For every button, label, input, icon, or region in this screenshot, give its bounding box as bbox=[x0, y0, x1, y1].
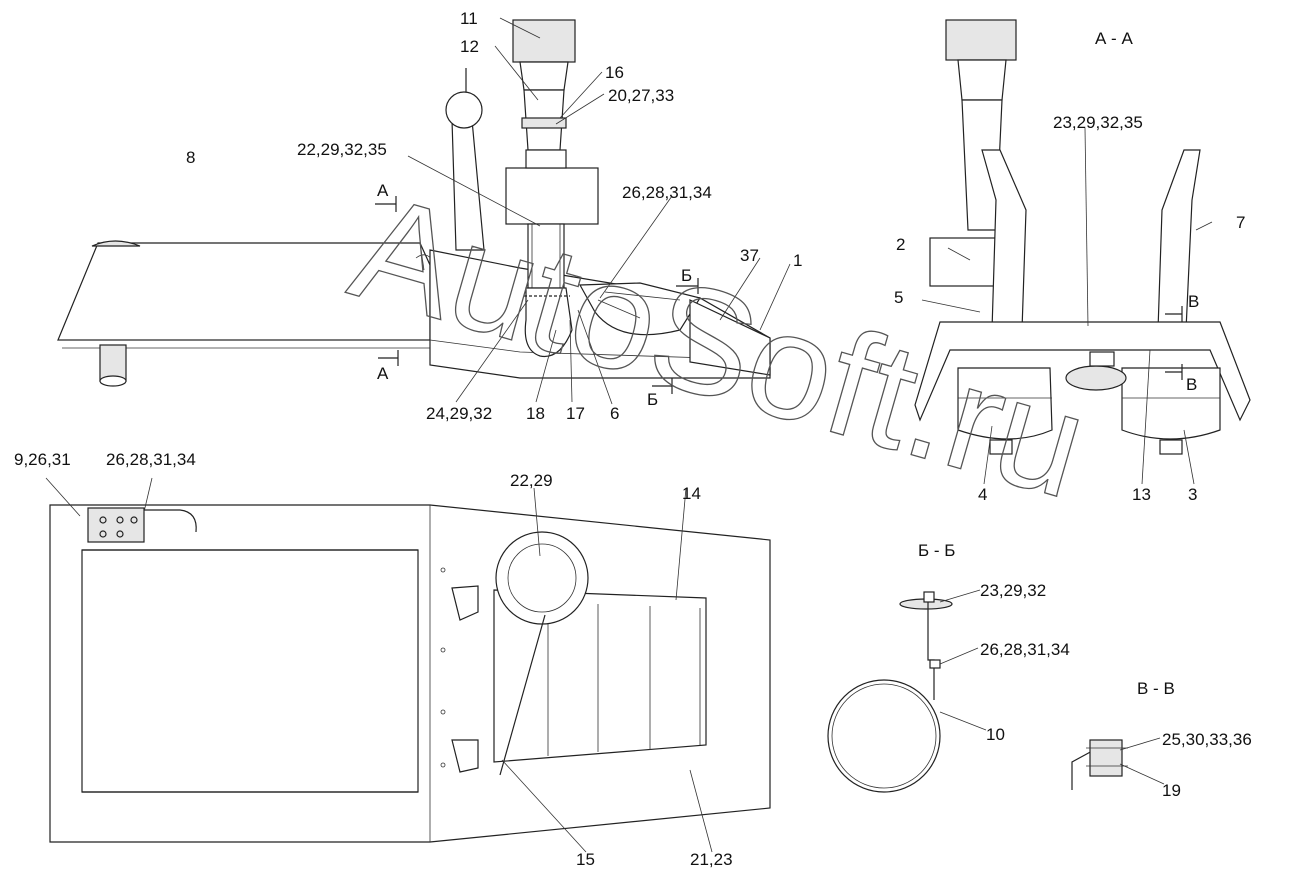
section-v-top: В bbox=[1188, 292, 1199, 311]
callout-11: 11 bbox=[460, 9, 478, 28]
aa-cleaner-4 bbox=[957, 367, 1053, 440]
view-aa-title: А - А bbox=[1095, 29, 1133, 48]
plan-tank bbox=[81, 549, 419, 793]
view-b-b bbox=[827, 591, 953, 793]
callout-7: 7 bbox=[1236, 213, 1245, 232]
bb-hose-ring-10 bbox=[827, 679, 941, 793]
callout-9: 9,26,31 bbox=[14, 450, 71, 469]
callout-13: 13 bbox=[1132, 485, 1151, 504]
callout-16: 16 bbox=[605, 63, 624, 82]
view-vv-title: В - В bbox=[1137, 679, 1175, 698]
callout-6: 6 bbox=[610, 404, 619, 423]
callout-15: 15 bbox=[576, 850, 595, 869]
callout-26b: 26,28,31,34 bbox=[106, 450, 196, 469]
inlet-hose bbox=[578, 282, 701, 336]
callout-10: 10 bbox=[986, 725, 1005, 744]
plan-panel-14 bbox=[493, 589, 707, 763]
filter-housing bbox=[505, 167, 599, 225]
section-b-top: Б bbox=[681, 266, 692, 285]
vv-bolt bbox=[1089, 739, 1123, 777]
callout-4: 4 bbox=[978, 485, 987, 504]
side-view bbox=[57, 19, 771, 387]
callout-17: 17 bbox=[566, 404, 585, 423]
section-markers bbox=[375, 196, 1183, 394]
section-b-bot: Б bbox=[647, 390, 658, 409]
aa-cleaner-3 bbox=[1121, 367, 1221, 440]
section-a-top: А bbox=[377, 181, 389, 200]
view-v-v bbox=[1071, 739, 1128, 790]
view-a-a bbox=[914, 19, 1251, 455]
section-a-bot: А bbox=[377, 364, 389, 383]
plan-bracket-9 bbox=[87, 507, 145, 543]
callout-5: 5 bbox=[894, 288, 903, 307]
callout-2: 2 bbox=[896, 235, 905, 254]
plan-view bbox=[49, 504, 771, 843]
view-bb-title: Б - Б bbox=[918, 541, 955, 560]
callout-labels: 11 12 16 20,27,33 8 22,29,32,35 А 26,28,… bbox=[14, 9, 1252, 869]
callout-25: 25,30,33,36 bbox=[1162, 730, 1252, 749]
callout-22b: 22,29 bbox=[510, 471, 553, 490]
section-v-bot: В bbox=[1186, 375, 1197, 394]
callout-20: 20,27,33 bbox=[608, 86, 674, 105]
callout-26a: 26,28,31,34 bbox=[622, 183, 712, 202]
callout-21: 21,23 bbox=[690, 850, 733, 869]
intake-cap bbox=[512, 19, 576, 63]
aa-base-frame bbox=[914, 321, 1251, 422]
callout-22a: 22,29,32,35 bbox=[297, 140, 387, 159]
callout-23a: 23,29,32,35 bbox=[1053, 113, 1143, 132]
callout-26c: 26,28,31,34 bbox=[980, 640, 1070, 659]
callout-3: 3 bbox=[1188, 485, 1197, 504]
aa-filter-2 bbox=[929, 237, 1001, 287]
cover-37 bbox=[689, 299, 771, 376]
callout-24: 24,29,32 bbox=[426, 404, 492, 423]
callout-14: 14 bbox=[682, 484, 701, 503]
tank-filler-cap bbox=[91, 240, 141, 247]
leader-lines bbox=[45, 17, 1213, 853]
callout-8: 8 bbox=[186, 148, 195, 167]
vv-bracket bbox=[1071, 749, 1095, 790]
callout-18: 18 bbox=[526, 404, 545, 423]
callout-37: 37 bbox=[740, 246, 759, 265]
callout-23b: 23,29,32 bbox=[980, 581, 1046, 600]
elbow-pipe bbox=[524, 287, 573, 358]
callout-12: 12 bbox=[460, 37, 479, 56]
callout-19: 19 bbox=[1162, 781, 1181, 800]
aa-intake-cap bbox=[945, 19, 1017, 61]
callout-1: 1 bbox=[793, 251, 802, 270]
plan-ring bbox=[495, 531, 589, 625]
